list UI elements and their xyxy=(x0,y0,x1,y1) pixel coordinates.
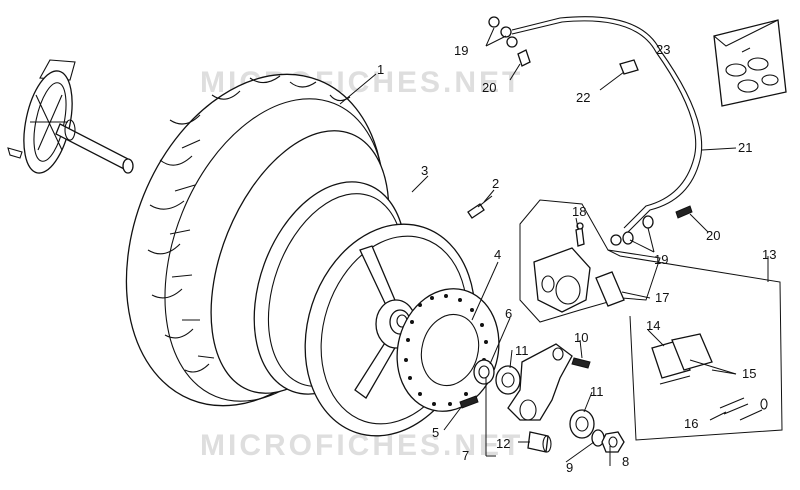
pad-pin-16 xyxy=(719,397,768,421)
label-12: 12 xyxy=(496,436,510,451)
label-15: 15 xyxy=(742,366,756,381)
axle-hub-assembly xyxy=(7,59,134,174)
nut-8 xyxy=(601,431,625,453)
brake-hose xyxy=(511,16,703,233)
label-16: 16 xyxy=(684,416,698,431)
bearing-11-left xyxy=(495,365,521,395)
seal-kit-bag xyxy=(713,19,787,107)
caliper-frame xyxy=(519,199,783,441)
label-10: 10 xyxy=(574,330,588,345)
banjo-bolt-20-lower xyxy=(675,205,693,219)
label-9: 9 xyxy=(566,460,573,475)
label-6: 6 xyxy=(505,306,512,321)
washers-19-top xyxy=(488,16,518,48)
label-19-lower: 19 xyxy=(654,252,668,267)
brake-disc xyxy=(396,288,500,412)
label-18: 18 xyxy=(572,204,586,219)
bolt-5 xyxy=(459,395,479,409)
bearing-11-right xyxy=(569,409,595,439)
callout-labels: 1 2 3 4 5 6 7 8 9 10 11 11 12 13 14 15 1… xyxy=(377,42,776,475)
label-20-top: 20 xyxy=(482,80,496,95)
label-11-right: 11 xyxy=(590,384,604,399)
banjo-bolt-20-top xyxy=(517,49,531,67)
pad-spring-17 xyxy=(595,271,625,307)
bleed-valve-18 xyxy=(575,222,585,247)
label-13: 13 xyxy=(762,247,776,262)
label-3: 3 xyxy=(421,163,428,178)
fork-bracket xyxy=(507,343,573,421)
label-1: 1 xyxy=(377,62,384,77)
label-11-left: 11 xyxy=(515,343,529,358)
label-22: 22 xyxy=(576,90,590,105)
label-21: 21 xyxy=(738,140,752,155)
label-20-lower: 20 xyxy=(706,228,720,243)
label-14: 14 xyxy=(646,318,660,333)
label-8: 8 xyxy=(622,454,629,469)
spacer-12 xyxy=(527,431,552,453)
watermark-bottom: MICROFICHES.NET xyxy=(200,429,523,462)
label-7: 7 xyxy=(462,448,469,463)
label-5: 5 xyxy=(432,425,439,440)
leader-lines xyxy=(339,27,769,466)
brake-pads xyxy=(651,333,713,385)
bearing-6 xyxy=(473,359,495,385)
bolt-10 xyxy=(571,357,591,369)
label-19-top: 19 xyxy=(454,43,468,58)
label-2: 2 xyxy=(492,176,499,191)
label-23: 23 xyxy=(656,42,670,57)
washers-19-lower xyxy=(610,215,654,246)
label-17: 17 xyxy=(655,290,669,305)
brake-caliper xyxy=(533,247,591,313)
bolt-2 xyxy=(467,195,493,219)
label-4: 4 xyxy=(494,247,501,262)
